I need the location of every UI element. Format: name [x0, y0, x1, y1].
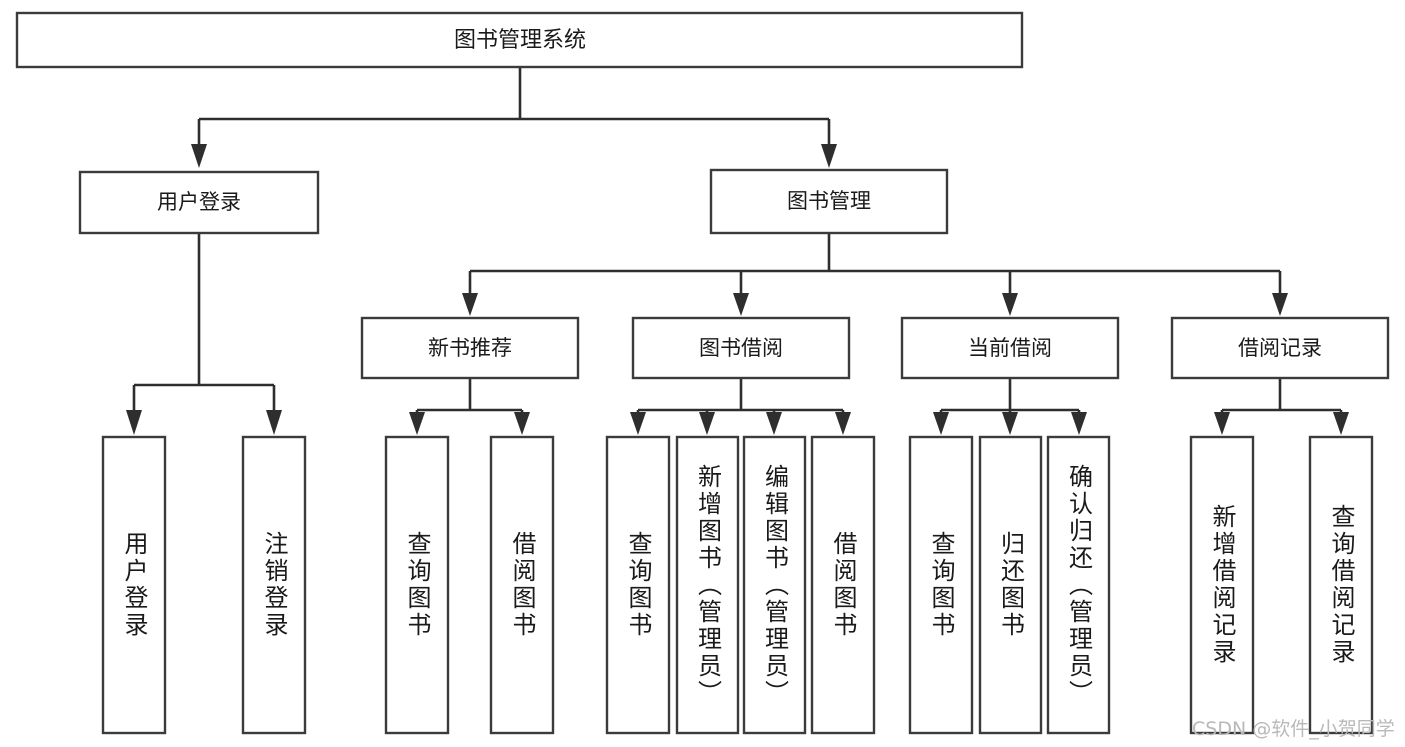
node-box-user-login[interactable] [78, 170, 320, 235]
arrow-head-leaf-confirm-return-admin [1071, 412, 1087, 435]
arrow-head-leaf-edit-book-admin [766, 412, 782, 435]
arrow-head-book-borrow [733, 293, 749, 316]
label-current-borrow: 当前借阅 [968, 336, 1052, 360]
node-box-current-borrow[interactable] [900, 316, 1120, 380]
node-box-leaf-query-borrow-record[interactable] [1308, 435, 1374, 735]
label-book-borrow: 图书借阅 [699, 336, 783, 360]
connector-group-borrowrecord [1214, 378, 1349, 435]
node-box-book-manage[interactable] [709, 168, 949, 235]
connector-group-currentborrow [933, 378, 1087, 435]
label-book-manage: 图书管理 [787, 189, 871, 213]
node-box-leaf-user-login[interactable] [101, 435, 167, 735]
label-borrow-record: 借阅记录 [1238, 336, 1322, 360]
node-box-leaf-borrow-book-2[interactable] [810, 435, 876, 735]
arrow-head-leaf-borrow-book-2 [835, 412, 851, 435]
node-box-leaf-add-book-admin[interactable] [675, 435, 740, 735]
node-box-leaf-add-borrow-record[interactable] [1189, 435, 1255, 735]
node-box-new-book-recommend[interactable] [360, 316, 580, 380]
connector-group-bookmanage [462, 233, 1288, 316]
node-box-root[interactable] [15, 11, 1024, 69]
connector-group-userlogin [126, 233, 282, 435]
label-root: 图书管理系统 [454, 28, 586, 53]
node-box-leaf-edit-book-admin[interactable] [742, 435, 807, 735]
arrow-head-userlogin [191, 144, 207, 168]
node-box-leaf-query-book-1[interactable] [384, 435, 450, 735]
arrow-head-leaf-query-book-3 [933, 412, 949, 435]
arrow-head-leaf-return-book [1002, 412, 1018, 435]
arrow-head-leaf-query-book-1 [409, 412, 425, 435]
node-box-borrow-record[interactable] [1170, 316, 1390, 380]
node-box-leaf-return-book[interactable] [978, 435, 1043, 735]
arrow-head-current-borrow [1002, 293, 1018, 316]
arrow-head-leaf-logout-login [266, 410, 282, 435]
arrow-head-leaf-borrow-book-1 [514, 412, 530, 435]
arrow-head-new-book-recommend [462, 293, 478, 316]
node-box-leaf-borrow-book-1[interactable] [489, 435, 555, 735]
node-box-book-borrow[interactable] [631, 316, 851, 380]
arrow-head-bookmanage [821, 144, 837, 168]
arrow-head-leaf-user-login [126, 410, 142, 435]
arrow-head-leaf-query-book-2 [630, 412, 646, 435]
node-box-leaf-logout-login[interactable] [241, 435, 307, 735]
connector-group-newbook [409, 378, 530, 435]
csdn-watermark: CSDN @软件_小贺同学 [1192, 718, 1395, 740]
connector-group-root [191, 67, 837, 168]
node-box-leaf-query-book-2[interactable] [605, 435, 671, 735]
label-new-book-recommend: 新书推荐 [428, 336, 512, 360]
arrow-head-leaf-add-borrow-record [1214, 412, 1230, 435]
node-box-leaf-confirm-return-admin[interactable] [1046, 435, 1111, 735]
arrow-head-borrow-record [1272, 293, 1288, 316]
node-box-leaf-query-book-3[interactable] [908, 435, 974, 735]
label-user-login: 用户登录 [157, 190, 241, 214]
arrow-head-leaf-query-borrow-record [1333, 412, 1349, 435]
arrow-head-leaf-add-book-admin [699, 412, 715, 435]
connector-group-bookborrow [630, 378, 851, 435]
